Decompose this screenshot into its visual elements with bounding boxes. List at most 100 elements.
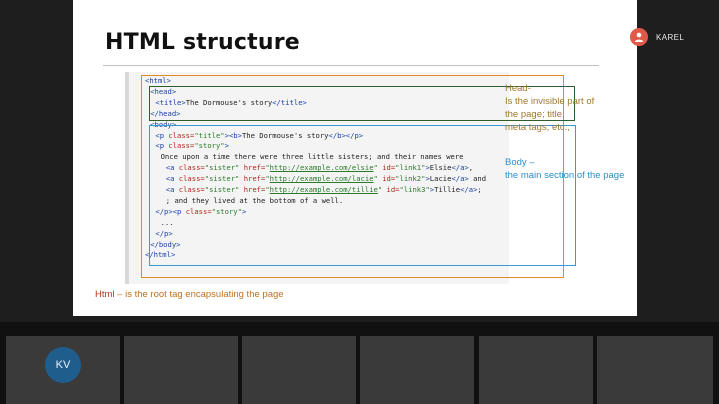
code-token: "link1" bbox=[395, 163, 426, 173]
code-token: ; bbox=[477, 185, 482, 194]
code-token: "sister" bbox=[204, 185, 244, 194]
code-token: " bbox=[265, 185, 270, 194]
code-line: </head> bbox=[150, 109, 180, 119]
code-token: class= bbox=[168, 141, 195, 151]
code-token: id= bbox=[382, 174, 396, 184]
html-note: Html – is the root tag encapsulating the… bbox=[95, 288, 284, 301]
code-token: <head> bbox=[150, 86, 177, 96]
code-line: ; and they lived at the bottom of a well… bbox=[166, 196, 343, 206]
code-token: <title> bbox=[155, 97, 186, 107]
code-token: , bbox=[468, 163, 474, 173]
code-token: and bbox=[468, 174, 487, 184]
current-user-name: KAREL bbox=[656, 32, 685, 42]
code-token: </b></p> bbox=[328, 130, 364, 140]
code-line: <a class="sister" href="http://example.c… bbox=[166, 163, 473, 173]
head-note-line: Head- bbox=[505, 83, 531, 94]
code-line: <html> bbox=[145, 76, 171, 86]
code-token: http://example.com/elsie bbox=[269, 163, 374, 173]
person-icon bbox=[630, 28, 648, 46]
code-token: <a bbox=[165, 185, 179, 194]
code-token: </a> bbox=[451, 174, 469, 184]
participant-tile[interactable] bbox=[360, 336, 474, 404]
code-token: The Dormouse's story bbox=[241, 130, 329, 140]
code-token: http://example.com/tillie bbox=[269, 185, 378, 194]
head-note: Head- Is the invisible part of the page;… bbox=[505, 82, 635, 134]
code-token: </p><p bbox=[155, 206, 186, 216]
code-token: id= bbox=[382, 163, 396, 173]
code-token: </html> bbox=[145, 250, 176, 260]
participant-tile[interactable] bbox=[124, 336, 238, 404]
code-line: ... bbox=[161, 218, 174, 228]
code-line: </p><p class="story"> bbox=[155, 207, 246, 217]
code-token: Once upon a time there were three little… bbox=[160, 152, 464, 162]
head-note-line: the page; title, bbox=[505, 109, 565, 120]
code-token: href= bbox=[243, 163, 266, 173]
code-token: > bbox=[224, 141, 229, 151]
code-token: <html> bbox=[145, 76, 171, 85]
code-token: class= bbox=[178, 174, 205, 184]
code-token: </title> bbox=[272, 97, 307, 107]
code-token: " bbox=[373, 174, 383, 184]
code-token: http://example.com/lacie bbox=[269, 174, 374, 184]
code-token: " bbox=[377, 185, 387, 194]
code-token: "sister" bbox=[204, 163, 244, 173]
code-token: "sister" bbox=[204, 174, 244, 184]
code-line: </html> bbox=[145, 250, 175, 260]
code-token: </a> bbox=[460, 185, 478, 194]
current-user-chip[interactable]: KAREL bbox=[630, 27, 712, 47]
code-token: Lacie bbox=[429, 174, 452, 184]
body-note-line: the main section of the page bbox=[505, 170, 625, 181]
code-line: <p class="story"> bbox=[155, 141, 229, 151]
code-token: Tillie bbox=[434, 185, 461, 194]
code-line: <p class="title"><b>The Dormouse's story… bbox=[155, 131, 363, 141]
code-token: href= bbox=[243, 174, 266, 184]
participant-tile[interactable] bbox=[597, 336, 713, 404]
code-token: "story" bbox=[194, 141, 225, 151]
code-token: <a bbox=[165, 163, 179, 173]
head-note-line: Is the invisible part of bbox=[505, 96, 595, 107]
html-note-text: – is the root tag encapsulating the page bbox=[114, 289, 284, 300]
participant-tile[interactable] bbox=[242, 336, 356, 404]
code-token: <p bbox=[155, 141, 169, 151]
code-token: > bbox=[425, 163, 430, 173]
code-token: <body> bbox=[150, 119, 177, 129]
code-token: " bbox=[373, 163, 383, 173]
code-line: <a class="sister" href="http://example.c… bbox=[166, 185, 482, 195]
title-divider bbox=[103, 65, 599, 66]
code-line: </body> bbox=[150, 240, 180, 250]
code-token: <p bbox=[155, 130, 169, 140]
code-token: ... bbox=[160, 217, 174, 227]
code-token: The Dormouse's story bbox=[185, 97, 273, 107]
code-token: class= bbox=[178, 163, 205, 173]
participant-avatar: KV bbox=[45, 347, 81, 383]
participant-tile[interactable] bbox=[479, 336, 593, 404]
html-note-keyword: Html bbox=[95, 289, 115, 300]
code-token: "link3" bbox=[399, 185, 430, 194]
code-token: " bbox=[265, 163, 270, 173]
code-token: ; and they lived at the bottom of a well… bbox=[165, 195, 344, 205]
code-token: > bbox=[241, 206, 247, 216]
head-note-line: meta tags, etc., bbox=[505, 122, 570, 133]
code-line: Once upon a time there were three little… bbox=[161, 152, 464, 162]
code-token: Elsie bbox=[429, 163, 452, 173]
code-line: </p> bbox=[155, 229, 172, 239]
code-line: <body> bbox=[150, 120, 176, 130]
code-token: class= bbox=[185, 206, 212, 216]
code-token: </a> bbox=[451, 163, 469, 173]
code-line: <title>The Dormouse's story</title> bbox=[155, 98, 306, 108]
body-note-line: Body – bbox=[505, 157, 535, 168]
code-token: href= bbox=[243, 185, 266, 194]
code-token: class= bbox=[168, 130, 195, 140]
code-token: " bbox=[265, 174, 270, 184]
code-token: "title" bbox=[194, 130, 225, 140]
body-note: Body – the main section of the page bbox=[505, 156, 635, 182]
code-token: "story" bbox=[211, 206, 242, 216]
code-token: </body> bbox=[150, 239, 181, 249]
presentation-slide: HTML structure <html><head><title>The Do… bbox=[73, 0, 637, 316]
slide-title: HTML structure bbox=[105, 30, 300, 55]
code-token: </head> bbox=[150, 108, 181, 118]
code-panel bbox=[125, 72, 509, 284]
code-token: <a bbox=[165, 174, 179, 184]
code-token: ><b> bbox=[224, 130, 242, 140]
code-token: > bbox=[425, 174, 430, 184]
